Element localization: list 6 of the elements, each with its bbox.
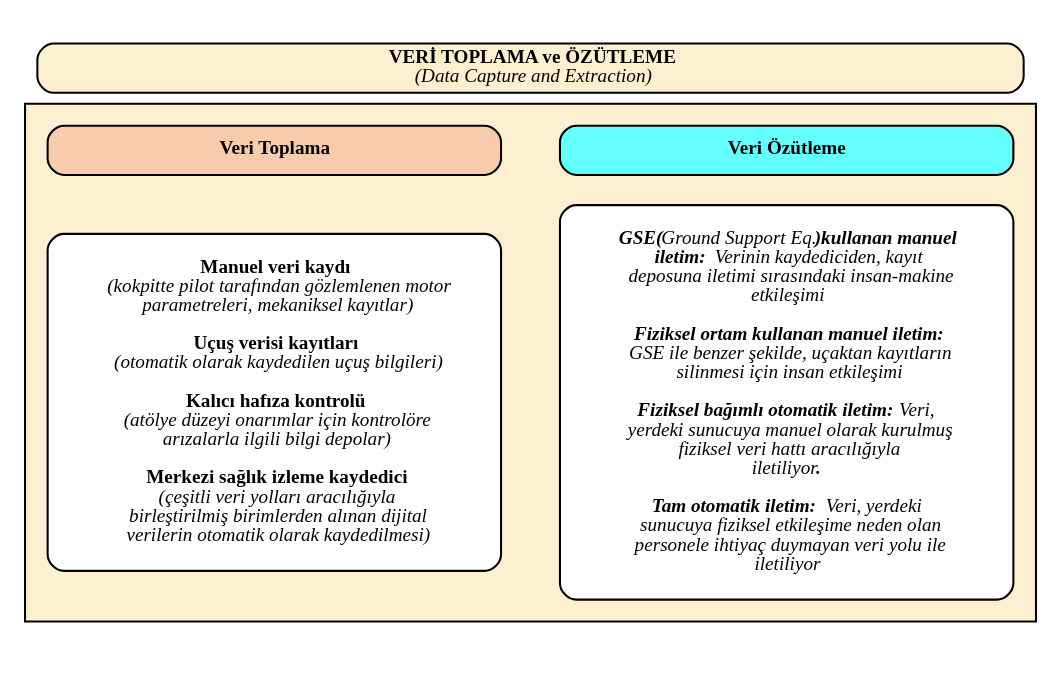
- node-box: Manuel veri kaydı (kokpitte pilot tarafından gözlemlenen motor parametreleri, mekaniksel kayıtlar) Uçuş verisi kayıtları (otomatik olarak kaydedilen uçuş bilgileri) Kalıcı hafıza kontrolü (atölye düzeyi onarımlar için kontrolöre arızalarla ilgili bilgi depolar) Merkezi sağlık izleme kaydedici (çeşitli veri yolları aracılığıyla birleştirilmiş birimlerden alınan dijital verilerin otomatik olarak kaydedilmesi): [46, 232, 503, 572]
- cluster: [24, 102, 1037, 623]
- node-box: VERİ TOPLAMA ve ÖZÜTLEME (Data Capture and Extraction): [36, 41, 1025, 94]
- node-box: Veri Özütleme: [558, 124, 1015, 176]
- node-box: Veri Toplama: [46, 124, 503, 176]
- node-box: GSE(Ground Support Eq.)kullanan manuel iletim: Verinin kaydediciden, kayıt deposuna iletimi sırasındaki insan-makine etkileşimi Fiziksel ortam kullanan manuel iletim: GSE ile benzer şekilde, uçaktan kayıtların silinmesi için insan etkileşimi Fiziksel bağımlı otomatik iletim: Veri, yerdeki sunucuya manuel olarak kurulmuş fiziksel veri hattı aracılığıyla iletiliyor. Tam otomatik iletim: Veri, yerdeki sunucuya fiziksel etkileşime neden olan personele ihtiyaç duymayan veri yolu ile iletiliyor: [558, 203, 1015, 601]
